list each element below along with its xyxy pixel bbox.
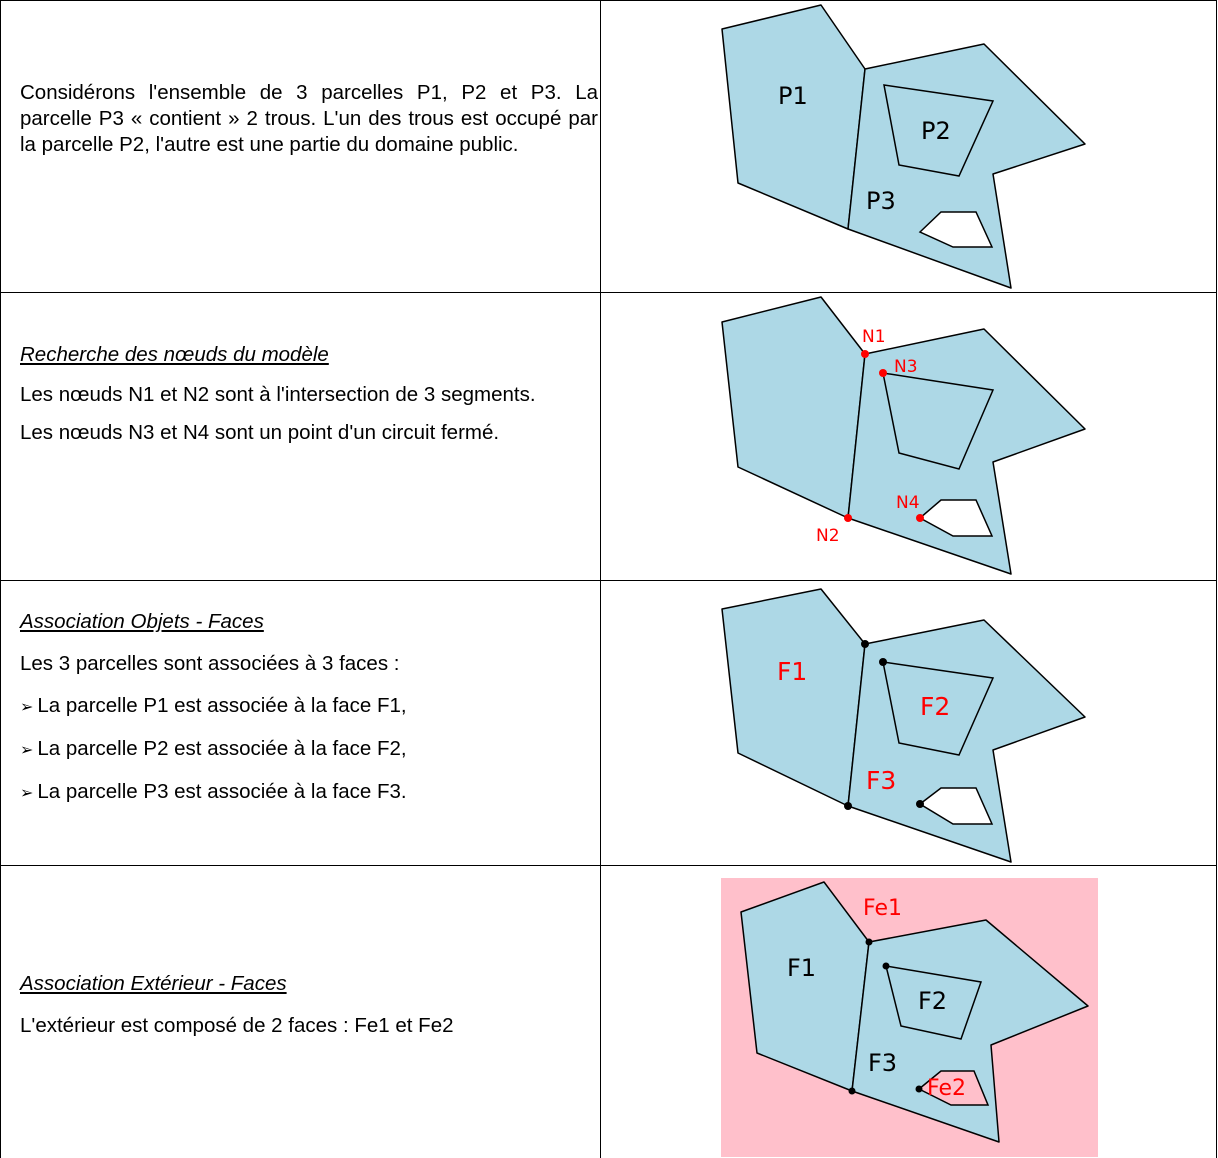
node [865, 938, 873, 946]
label-n2: N2 [816, 526, 840, 546]
bullet-text-2: La parcelle P2 est associée à la face F2… [37, 737, 407, 760]
table-border-left [0, 0, 1, 1158]
node [916, 800, 924, 808]
row3-intro: Les 3 parcelles sont associées à 3 faces… [20, 652, 400, 675]
node [882, 962, 890, 970]
bullet-item-1: ➢La parcelle P1 est associée à la face F… [20, 693, 598, 720]
node [879, 658, 887, 666]
row2-heading: Recherche des nœuds du modèle [20, 343, 329, 366]
row3-figure: F1 F2 F3 [721, 588, 1086, 863]
label-p3: P3 [866, 187, 896, 215]
row2-text-cell: Recherche des nœuds du modèle Les nœuds … [20, 342, 598, 458]
node [915, 1085, 923, 1093]
label-fe2: Fe2 [927, 1076, 966, 1101]
row1-description: Considérons l'ensemble de 3 parcelles P1… [20, 81, 598, 156]
face-f2 [884, 965, 983, 1040]
node [861, 640, 869, 648]
label-f2: F2 [920, 692, 950, 721]
node [848, 1087, 856, 1095]
bullet-text-1: La parcelle P1 est associée à la face F1… [37, 694, 407, 717]
face-f2 [882, 661, 995, 756]
node-n3 [879, 369, 887, 377]
parcel-inner [882, 372, 995, 470]
row2-figure: N1 N2 N3 N4 [721, 296, 1086, 575]
row-divider-2 [0, 580, 1217, 581]
hole-public [918, 211, 994, 248]
hole-public [918, 787, 994, 825]
label-f2: F2 [918, 987, 947, 1015]
row-divider-3 [0, 865, 1217, 866]
row3-heading: Association Objets - Faces [20, 610, 264, 633]
node-n1 [861, 350, 869, 358]
parcel-p1 [721, 4, 866, 230]
bullet-arrow-icon: ➢ [20, 740, 34, 759]
face-f3 [847, 619, 1086, 863]
row4-figure: Fe1 F1 F2 F3 Fe2 [721, 878, 1098, 1157]
row4-text-cell: Association Extérieur - Faces L'extérieu… [20, 971, 598, 1051]
row4-heading: Association Extérieur - Faces [20, 972, 287, 995]
row4-text: L'extérieur est composé de 2 faces : Fe1… [20, 1014, 454, 1037]
bullet-arrow-icon: ➢ [20, 783, 34, 802]
face-f1 [721, 588, 866, 807]
hole-public [918, 499, 994, 537]
hole-fe2 [917, 1070, 990, 1106]
parcel-left [721, 296, 866, 519]
row2-para-1: Les nœuds N1 et N2 sont à l'intersection… [20, 383, 536, 406]
label-f1: F1 [787, 954, 816, 982]
node-n2 [844, 514, 852, 522]
table-border-top [0, 0, 1217, 1]
label-fe1: Fe1 [863, 896, 902, 921]
row2-para-2: Les nœuds N3 et N4 sont un point d'un ci… [20, 421, 500, 444]
row-divider-1 [0, 292, 1217, 293]
bullet-arrow-icon: ➢ [20, 697, 34, 716]
bullet-item-3: ➢La parcelle P3 est associée à la face F… [20, 779, 598, 806]
label-p2: P2 [921, 117, 951, 145]
label-p1: P1 [778, 82, 808, 110]
node-n4 [916, 514, 924, 522]
label-f3: F3 [866, 766, 896, 795]
table-column-divider [600, 0, 601, 1158]
bullet-item-2: ➢La parcelle P2 est associée à la face F… [20, 736, 598, 763]
row1-text-cell: Considérons l'ensemble de 3 parcelles P1… [20, 80, 598, 170]
row1-figure: P1 P2 P3 [721, 4, 1086, 289]
label-n1: N1 [862, 327, 886, 347]
label-f3: F3 [868, 1049, 897, 1077]
node [844, 802, 852, 810]
bullet-text-3: La parcelle P3 est associée à la face F3… [37, 780, 407, 803]
parcel-p2 [883, 84, 995, 177]
row3-text-cell: Association Objets - Faces Les 3 parcell… [20, 609, 598, 822]
table-border-right [1216, 0, 1217, 1158]
label-n3: N3 [894, 357, 918, 377]
label-n4: N4 [896, 493, 920, 513]
label-f1: F1 [777, 657, 807, 686]
parcel-p3 [847, 43, 1086, 289]
